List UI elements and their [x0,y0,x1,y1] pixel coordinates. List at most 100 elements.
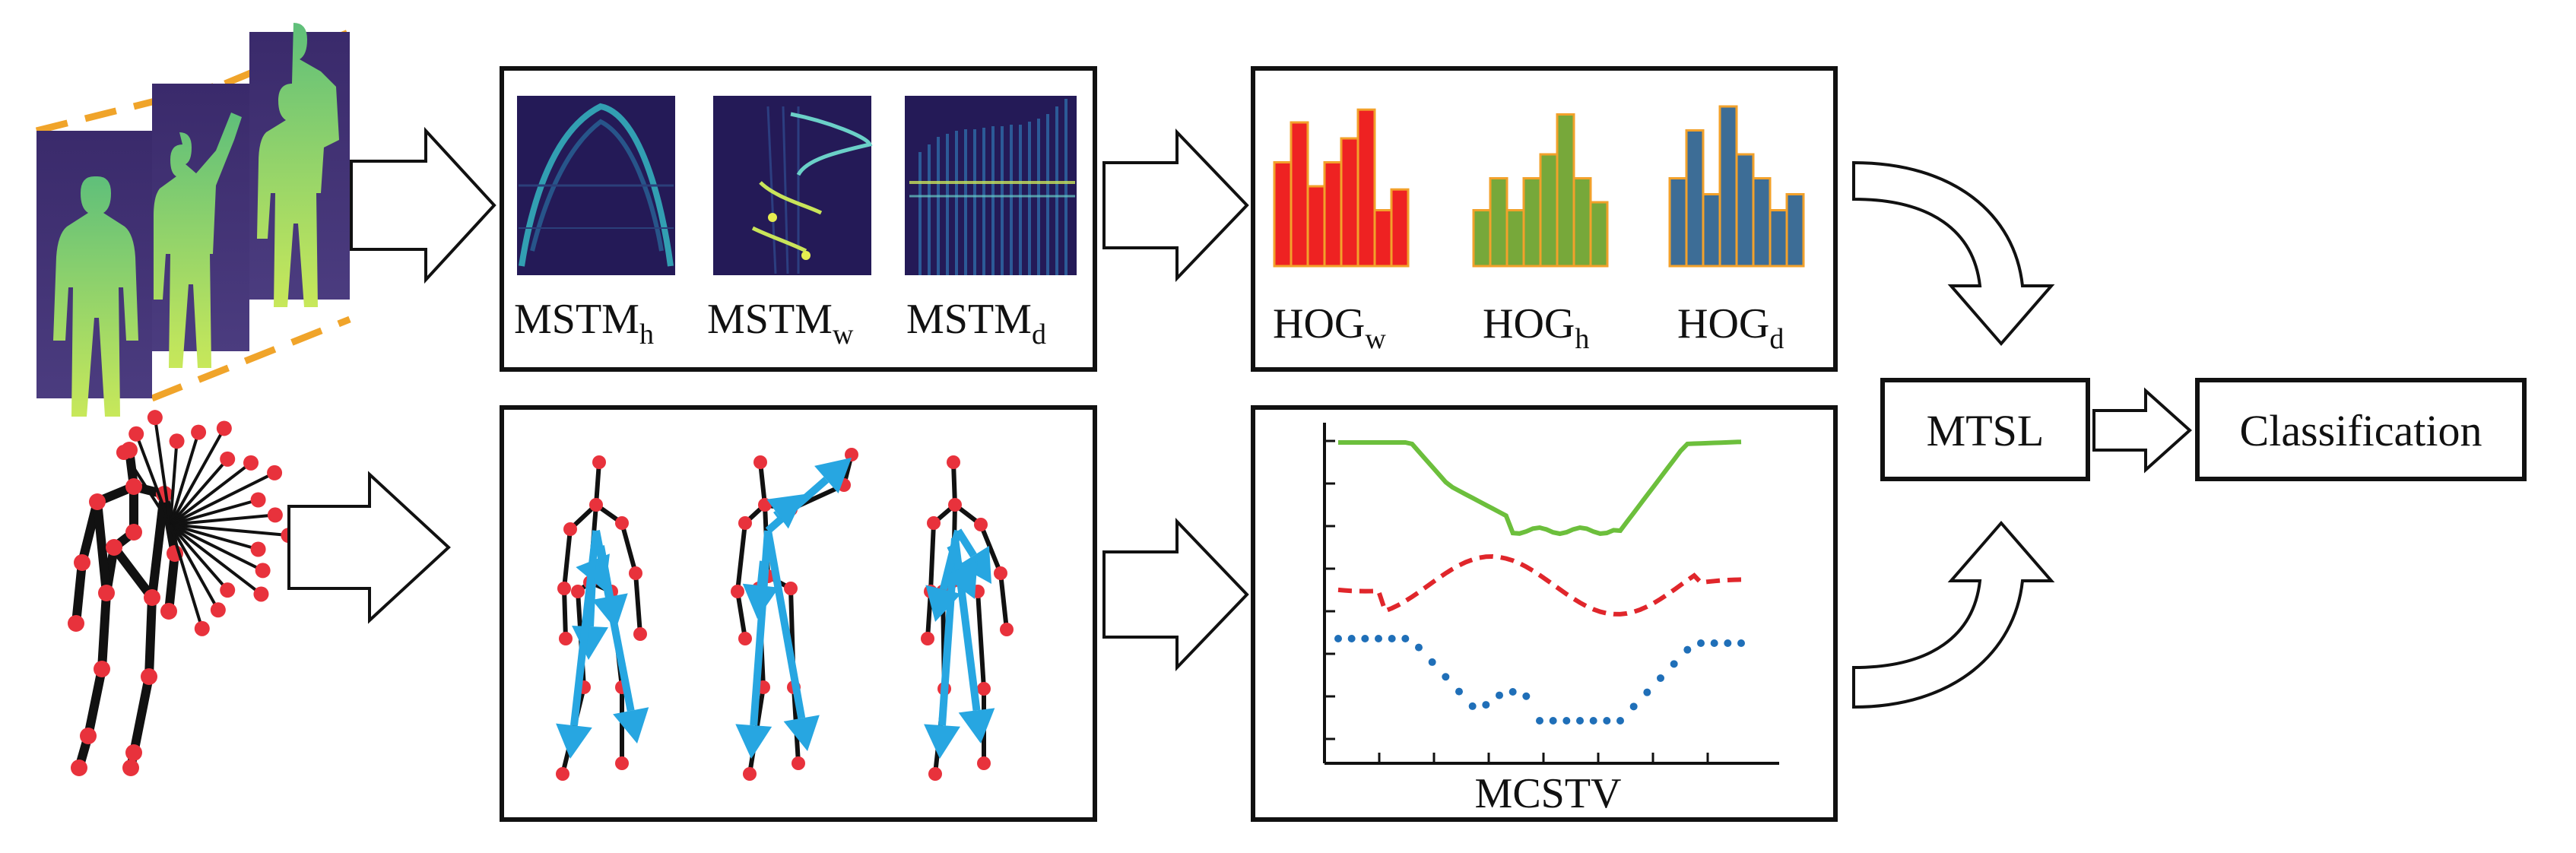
hog-bar [1390,188,1410,268]
mcstv-curve-dot [1683,645,1692,654]
trajectory-joint [210,602,226,618]
skeleton-bone [562,527,573,591]
arrow-mtsl-to-classification [2092,387,2192,474]
mcstv-curves [1334,439,1745,725]
arrow-depth-to-mstm [350,126,496,284]
skeleton-joint [125,744,142,761]
trajectory-joint [253,586,269,602]
mcstv-curve-dot [1629,702,1638,711]
mcstv-curve-dot [1401,635,1410,642]
trajectory-joint [191,424,207,440]
mcstv-curve-dot [1482,701,1490,709]
motion-vector-head [613,707,649,744]
mcstv-curve-dot [1724,639,1732,647]
skeleton-joint [74,554,90,571]
mcstv-curve-dot [1603,717,1611,725]
motion-vector-head [958,708,995,744]
mcstv-curve-dot [1388,635,1396,642]
classification-label: Classification [2240,406,2482,455]
skeleton-bone [84,664,106,740]
motion-vector-head [735,724,772,759]
mtsl-label: MTSL [1927,406,2045,455]
hog-d-label: HOGd [1677,300,1784,355]
mcstv-curve-dot [1616,717,1624,725]
hog-bar [1522,177,1542,268]
mcstv-curve-dot [1697,639,1705,647]
trajectory-joint [216,420,232,436]
trajectory-joint [267,465,283,480]
mcstv-curve-dot [1576,717,1584,725]
mcstv-curve-dot [1347,635,1356,642]
trajectory-line [169,427,226,525]
skeleton-bone [93,497,111,598]
trajectory-line [170,498,259,526]
skeleton-bone [951,460,957,507]
skeleton-joint [738,632,752,645]
motion-vector-head [925,585,961,622]
mcstv-curve-dot [1536,717,1543,725]
mcstv-curve-dot [1375,635,1382,642]
motion-vector-skeletons [556,448,1014,781]
trajectory-line [169,523,229,591]
trajectory-line [135,433,172,525]
hog-bar [1702,193,1721,268]
mcstv-curve-dot [1643,688,1651,696]
trajectory-line [169,461,252,526]
skeleton-joint [633,627,647,641]
mstm-d-image [905,96,1077,275]
skeleton-joint [106,539,122,556]
hog-bar [1273,161,1293,268]
hog-bar [1752,177,1772,268]
skeleton-joint [94,661,110,677]
trajectory-joint [250,492,266,508]
hog-bar [1685,129,1705,268]
hog-bar [1306,185,1326,268]
motion-vector-skeleton-1 [556,455,649,781]
mcstv-curve-dot [1737,639,1745,647]
skeleton-bone [998,571,1009,632]
mcstv-curve-dot [1455,687,1463,696]
skeleton-bone [620,521,638,576]
trajectory-joint [147,410,163,426]
motion-vector-head [783,715,820,751]
skeleton-joint [784,582,798,595]
mcstv-curve-dot [1334,635,1342,642]
classification-box: Classification [2195,378,2527,481]
skeleton-bone [97,588,111,674]
depth-frame-3 [249,23,350,307]
mcstv-curve-dot [1428,658,1436,666]
skeleton-joint [125,478,142,495]
trajectory-joint [267,507,283,523]
motion-vector-shaft [773,511,780,519]
skeleton-bone [976,589,986,691]
skeleton-joint [921,632,934,645]
skeleton-joint [80,728,97,744]
skeleton-joint [571,585,585,598]
trajectory-line [169,432,200,525]
skeleton-joint [845,448,858,461]
hog-bar [1769,209,1788,268]
trajectory-joint [243,455,259,471]
skeleton-joint [125,524,142,541]
hog-panel: HOGw HOGh HOGd [1251,66,1838,372]
skeleton-joint [559,632,573,645]
trajectory-joint [194,620,210,636]
skeleton-joint [1000,623,1014,636]
skeleton-bone [633,571,642,636]
motion-vector-shaft [947,544,965,571]
skeleton-joint [98,585,115,601]
skeleton-joint [122,759,139,776]
hog-bar [1735,153,1755,268]
motion-vector-shaft [954,528,977,558]
skeleton-bone [129,672,154,757]
mcstv-curve-dot [1496,691,1503,699]
skeleton-bone [71,558,87,628]
motion-vector-shaft [569,530,600,726]
skeleton-joint [615,516,629,530]
depth-frames [35,23,351,417]
hog-w-label: HOGw [1273,300,1386,355]
skeleton-joint [928,767,942,781]
trajectory-line [170,471,275,526]
mtsl-box: MTSL [1880,378,2090,481]
mcstv-curve-solid [1338,439,1742,537]
